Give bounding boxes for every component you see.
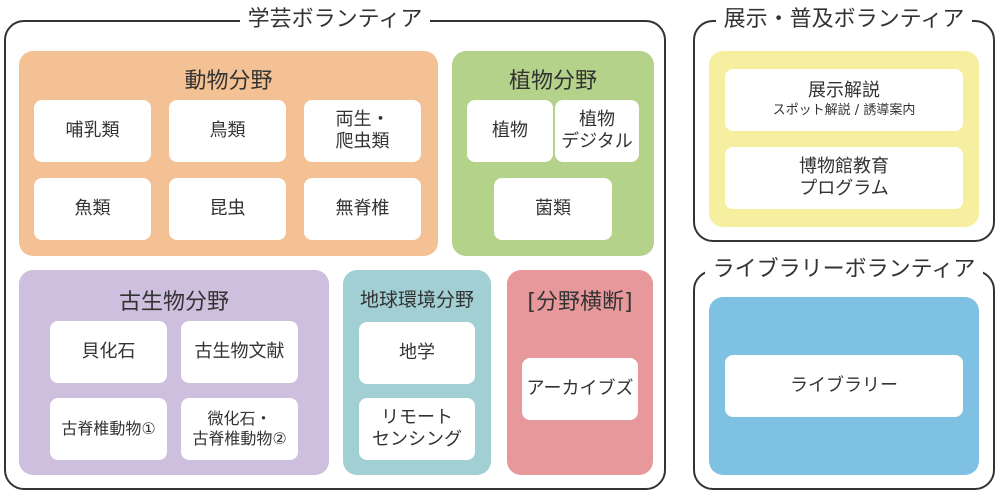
archives-box: アーカイブズ bbox=[522, 358, 638, 420]
micro-fossils-label-line2: 古脊椎動物② bbox=[192, 429, 287, 448]
shell-fossils-label: 貝化石 bbox=[81, 340, 136, 362]
mammals-box: 哺乳類 bbox=[34, 100, 151, 162]
remote-sensing-label-line1: リモート bbox=[381, 406, 453, 428]
education-program-label-line2: プログラム bbox=[799, 178, 889, 199]
micro-vertebrate-fossils-2-box: 微化石・ 古脊椎動物② bbox=[181, 398, 298, 460]
education-program-label-line1: 博物館教育 bbox=[799, 155, 889, 177]
insects-label: 昆虫 bbox=[209, 197, 246, 219]
plants-connector bbox=[553, 100, 556, 162]
geology-label: 地学 bbox=[399, 341, 435, 363]
exhibit-volunteer-frame: 展示・普及ボランティア bbox=[693, 7, 995, 242]
library-box: ライブラリー bbox=[725, 355, 963, 417]
exhibit-commentary-label: 展示解説 bbox=[808, 80, 880, 102]
insects-box: 昆虫 bbox=[169, 178, 286, 240]
mammals-label: 哺乳類 bbox=[65, 119, 120, 141]
paleontology-title: 古生物分野 bbox=[118, 290, 229, 315]
zoology-title: 動物分野 bbox=[184, 69, 273, 94]
geology-box: 地学 bbox=[359, 322, 475, 384]
zoology-panel: 動物分野 哺乳類 鳥類 両生・ 爬虫類 魚類 昆虫 無脊椎 bbox=[19, 51, 438, 256]
remote-sensing-label-line2: センシング bbox=[372, 429, 462, 450]
botany-panel: 植物分野 植物 植物 デジタル 菌類 bbox=[452, 51, 654, 256]
plants-label: 植物 bbox=[492, 119, 528, 141]
shell-fossils-box: 貝化石 bbox=[50, 321, 167, 383]
remote-sensing-box: リモート センシング bbox=[359, 398, 475, 460]
vertebrate-fossils-1-label: 古脊椎動物① bbox=[61, 419, 156, 438]
invertebrates-box: 無脊椎 bbox=[304, 178, 421, 240]
library-panel: ライブラリー bbox=[709, 297, 979, 475]
paleontology-panel: 古生物分野 貝化石 古生物文献 古脊椎動物① 微化石・ 古脊椎動物② bbox=[19, 270, 329, 475]
library-label: ライブラリー bbox=[790, 374, 898, 396]
plants-box: 植物 bbox=[467, 100, 553, 162]
library-volunteer-frame: ライブラリーボランティア bbox=[693, 257, 995, 490]
plants-digital-box: 植物 デジタル bbox=[555, 100, 639, 162]
vertebrate-fossils-1-box: 古脊椎動物① bbox=[50, 398, 167, 460]
botany-title: 植物分野 bbox=[508, 69, 597, 94]
amphibians-label-line1: 両生・ bbox=[335, 108, 390, 130]
academic-volunteer-title: 学芸ボランティア bbox=[239, 7, 431, 32]
fungi-label: 菌類 bbox=[535, 197, 571, 219]
invertebrates-label: 無脊椎 bbox=[335, 197, 390, 219]
fish-box: 魚類 bbox=[34, 178, 151, 240]
plants-digital-label-line1: 植物 bbox=[579, 108, 615, 130]
paleo-literature-label: 古生物文献 bbox=[194, 340, 285, 362]
amphibians-reptiles-box: 両生・ 爬虫類 bbox=[304, 100, 421, 162]
academic-volunteer-frame: 学芸ボランティア bbox=[4, 7, 666, 490]
exhibit-panel: 展示解説 スポット解説 / 誘導案内 博物館教育 プログラム bbox=[709, 51, 979, 227]
earth-environment-panel: 地球環境分野 地学 リモート センシング bbox=[343, 270, 491, 475]
cross-disciplinary-panel: [分野横断] アーカイブズ bbox=[507, 270, 653, 475]
paleo-literature-box: 古生物文献 bbox=[181, 321, 298, 383]
earth-environment-title: 地球環境分野 bbox=[359, 289, 474, 311]
birds-label: 鳥類 bbox=[209, 119, 246, 141]
exhibit-commentary-sub: スポット解説 / 誘導案内 bbox=[772, 102, 916, 118]
fungi-box: 菌類 bbox=[494, 178, 612, 240]
exhibit-commentary-box: 展示解説 スポット解説 / 誘導案内 bbox=[725, 69, 963, 131]
exhibit-volunteer-title: 展示・普及ボランティア bbox=[715, 7, 973, 32]
fish-label: 魚類 bbox=[74, 197, 111, 219]
archives-label: アーカイブズ bbox=[526, 377, 634, 399]
amphibians-label-line2: 爬虫類 bbox=[335, 131, 390, 152]
cross-disciplinary-title: [分野横断] bbox=[527, 290, 633, 315]
education-program-box: 博物館教育 プログラム bbox=[725, 147, 963, 209]
birds-box: 鳥類 bbox=[169, 100, 286, 162]
plants-digital-label-line2: デジタル bbox=[561, 131, 633, 152]
library-volunteer-title: ライブラリーボランティア bbox=[704, 257, 984, 282]
micro-fossils-label-line1: 微化石・ bbox=[207, 409, 272, 428]
